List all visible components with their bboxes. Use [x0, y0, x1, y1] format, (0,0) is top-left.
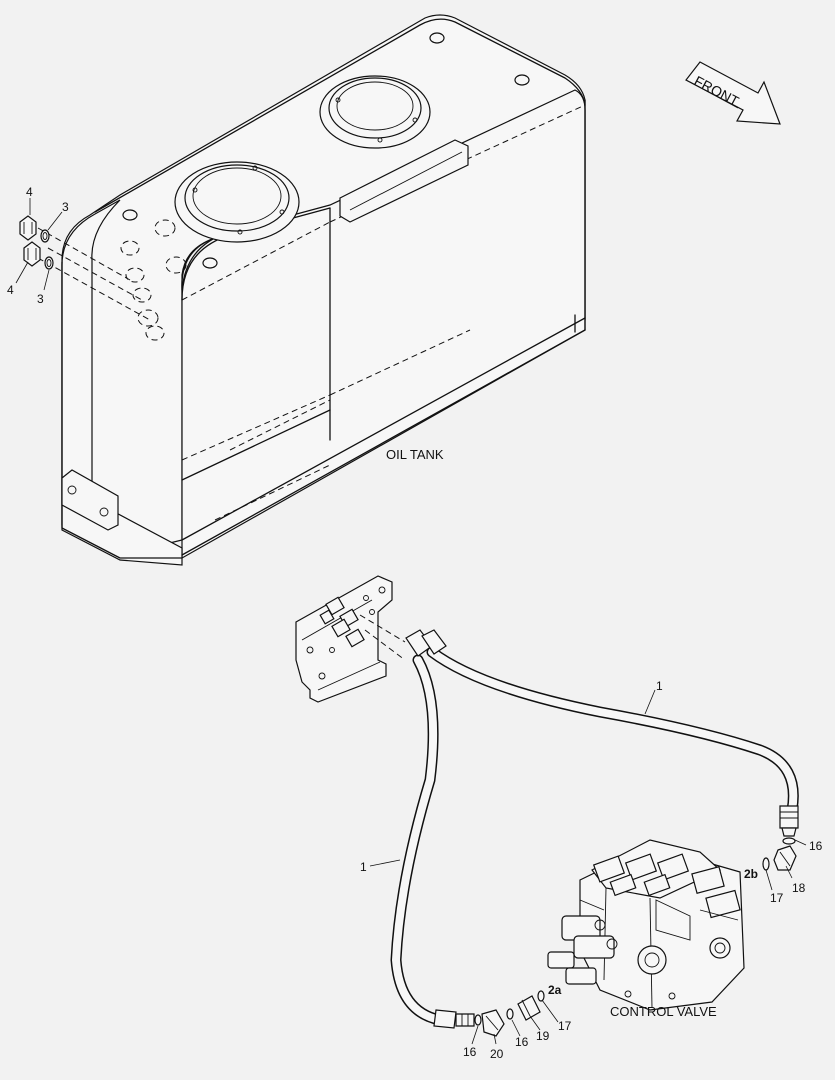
- tank-top-bosses: [122, 32, 530, 269]
- callout-4-upper: 4: [26, 185, 33, 199]
- o-ring-16-lower: [506, 1008, 514, 1020]
- callout-3-lower: 3: [37, 292, 44, 306]
- leader-lines: [15, 198, 807, 1045]
- front-direction-arrow: [685, 61, 781, 125]
- callout-16-lower: 16: [515, 1035, 529, 1049]
- manifold-bracket: [295, 575, 406, 703]
- oil-tank-caption: OIL TANK: [386, 447, 444, 462]
- callout-1-left-hose: 1: [360, 860, 367, 874]
- callout-2b: 2b: [744, 867, 758, 881]
- callout-16-left: 16: [463, 1045, 477, 1059]
- control-valve: [547, 839, 745, 1011]
- o-ring-17-lower: [537, 990, 545, 1002]
- tank-opening-front: [174, 161, 300, 243]
- hose-1-left: [390, 654, 446, 1026]
- connector-19: [517, 995, 541, 1021]
- plug-4-lower: [23, 241, 41, 267]
- tank-opening-rear: [319, 75, 431, 149]
- elbow-20: [481, 1009, 505, 1037]
- callout-2a: 2a: [548, 983, 562, 997]
- o-ring-16-left: [474, 1014, 482, 1026]
- tank-side-ports: [120, 219, 187, 341]
- callout-17-lower: 17: [558, 1019, 572, 1033]
- o-ring-17-upper: [762, 857, 770, 871]
- o-ring-3-upper: [40, 229, 50, 243]
- o-ring-3-lower: [44, 256, 54, 270]
- callout-4-lower: 4: [7, 283, 14, 297]
- oil-tank: [37, 14, 586, 566]
- elbow-18: [773, 845, 797, 871]
- hose-end-fittings: [405, 629, 799, 1029]
- hose-1-right: [426, 646, 799, 816]
- callout-16-upper: 16: [809, 839, 823, 853]
- o-ring-16-upper: [782, 837, 796, 845]
- plug-4-upper: [19, 215, 37, 241]
- control-valve-caption: CONTROL VALVE: [610, 1004, 717, 1019]
- callout-19: 19: [536, 1029, 550, 1043]
- callout-17-upper: 17: [770, 891, 784, 905]
- callout-1-right-hose: 1: [656, 679, 663, 693]
- callout-20: 20: [490, 1047, 504, 1061]
- callout-3-upper: 3: [62, 200, 69, 214]
- callout-18: 18: [792, 881, 806, 895]
